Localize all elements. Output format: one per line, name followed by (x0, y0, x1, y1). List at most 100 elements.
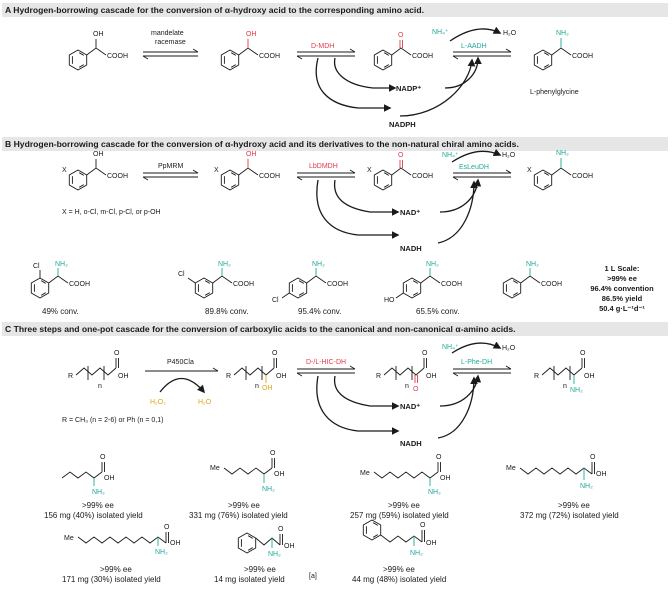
c-p6-yield: 14 mg isolated yield (214, 575, 285, 584)
c-n-3: n (405, 383, 409, 390)
c-r-1: R (68, 373, 73, 380)
c-p3-ee: >99% ee (388, 501, 420, 510)
a-nh4: NH₄⁺ (432, 29, 449, 36)
c-p7-ee: >99% ee (383, 565, 415, 574)
c-p6-note: [a] (309, 573, 317, 580)
a-nadp: NADP⁺ (396, 84, 421, 93)
b-nadh: NADH (400, 244, 422, 253)
c-p3-yield: 257 mg (59%) isolated yield (350, 511, 449, 520)
c-r-2: R (226, 373, 231, 380)
c-oh-3: OH (426, 373, 437, 380)
a-mdh-label: D-MDH (311, 43, 334, 50)
svg-text:HO: HO (384, 297, 395, 304)
b-scale-title: 1 L Scale: (605, 264, 640, 273)
svg-text:Me: Me (210, 465, 220, 472)
b-product-examples: Cl NH₂ COOH 49% conv. Cl NH₂ COOH 89.8% … (30, 261, 562, 316)
svg-text:NH₂: NH₂ (155, 549, 168, 556)
a-cooh-4: COOH (572, 53, 593, 60)
b-esleudh-step: NH₄⁺ H₂O EsLeuDH (442, 148, 516, 181)
b-ketoacid: O COOH X (367, 152, 433, 191)
c-p2-ee: >99% ee (228, 501, 260, 510)
b-p5-cooh: COOH (541, 281, 562, 288)
svg-text:Cl: Cl (178, 271, 185, 278)
b-nad: NAD⁺ (400, 208, 420, 217)
b-p4-cooh: COOH (441, 281, 462, 288)
b-p5-nh2: NH₂ (526, 261, 539, 268)
b-oh-1: OH (93, 151, 104, 158)
b-p1-conv: 49% conv. (42, 307, 79, 316)
a-h2o: H₂O (503, 30, 517, 37)
c-phedh-label: L-Phe-DH (461, 359, 492, 366)
c-p450-step: P450Cla H₂O₂ H₂O (145, 359, 219, 406)
b-ldmdh-step: LbDMDH (296, 163, 356, 181)
a-cooh-3: COOH (412, 53, 433, 60)
svg-text:NH₂: NH₂ (262, 486, 275, 493)
b-p1-cooh: COOH (69, 281, 90, 288)
c-p2-yield: 331 mg (76%) isolated yield (189, 511, 288, 520)
c-nh4: NH₄⁺ (442, 344, 459, 351)
a-ketoacid: O COOH (373, 32, 433, 71)
c-h2o-2: H₂O (502, 345, 516, 352)
b-scale-convention: 96.4% convention (590, 284, 654, 293)
c-o-4: O (580, 350, 586, 357)
section-c-title: C Three steps and one-pot cascade for th… (2, 322, 668, 336)
a-nadph: NADPH (389, 120, 416, 129)
b-amino-product: NH₂ COOH X (527, 150, 593, 191)
c-oxo: O (413, 386, 419, 393)
b-cooh-2: COOH (259, 173, 280, 180)
b-cofactor-cycle: NAD⁺ NADH (316, 178, 482, 253)
c-nh2: NH₂ (570, 387, 583, 394)
c-o-3: O (422, 350, 428, 357)
a-d-mandelic: OH COOH (220, 31, 280, 71)
b-nh4: NH₄⁺ (442, 152, 459, 159)
b-scale-rate: 50.4 g·L⁻¹d⁻¹ (599, 304, 645, 313)
svg-text:NH₂: NH₂ (428, 489, 441, 496)
c-product-6: NH₂ O OH >99% ee 14 mg isolated yield [a… (214, 526, 317, 584)
svg-text:O: O (164, 524, 170, 531)
c-p450-label: P450Cla (167, 359, 194, 366)
c-amino-acid: R n NH₂ O OH (534, 350, 595, 394)
svg-text:OH: OH (426, 540, 437, 547)
b-scale-yield: 86.5% yield (602, 294, 643, 303)
svg-text:NH₂: NH₂ (92, 489, 105, 496)
svg-text:O: O (278, 526, 284, 533)
svg-text:OH: OH (170, 540, 181, 547)
b-scale-ee: >99% ee (607, 274, 637, 283)
svg-text:OH: OH (284, 543, 295, 550)
a-product-name: L-phenylglycine (530, 89, 579, 96)
c-oh-4: OH (584, 373, 595, 380)
b-x-3: X (367, 167, 372, 174)
svg-text:Cl: Cl (33, 263, 40, 270)
c-p4-yield: 372 mg (72%) isolated yield (520, 511, 619, 520)
b-esleudh-label: EsLeuDH (459, 164, 489, 171)
c-r-3: R (376, 373, 381, 380)
b-nh2: NH₂ (556, 150, 569, 157)
b-ppmrm-label: PpMRM (158, 163, 183, 170)
a-racemase-label-1: mandelate (151, 30, 184, 37)
c-keto-acid: R n O O OH (376, 350, 437, 393)
c-product-5: Me NH₂ O OH >99% ee 171 mg (30%) isolate… (62, 524, 181, 584)
c-h2o: H₂O (198, 399, 212, 406)
svg-text:O: O (420, 522, 426, 529)
b-ldmdh-label: LbDMDH (309, 163, 338, 170)
c-carboxylic-acid: R n O OH R = CH₃ (n = 2-6) or Ph (n = 0,… (62, 350, 163, 424)
a-phenylglycine: NH₂ COOH L-phenylglycine (530, 30, 593, 96)
b-p1-nh2: NH₂ (55, 261, 68, 268)
c-nad: NAD⁺ (400, 402, 420, 411)
section-a-title: A Hydrogen-borrowing cascade for the con… (2, 3, 668, 17)
c-p5-ee: >99% ee (100, 565, 132, 574)
a-racemase-arrows: mandelate racemase (142, 30, 199, 60)
a-cooh-2: COOH (259, 53, 280, 60)
b-oxo: O (398, 152, 404, 159)
c-cofactor-cycle: NAD⁺ NADH (316, 374, 482, 448)
c-p4-ee: >99% ee (558, 501, 590, 510)
svg-text:O: O (270, 450, 276, 457)
c-p7-yield: 44 mg (48%) isolated yield (352, 575, 446, 584)
svg-text:OH: OH (440, 475, 451, 482)
b-p2-nh2: NH₂ (218, 261, 231, 268)
c-p1-yield: 156 mg (40%) isolated yield (44, 511, 143, 520)
svg-text:O: O (436, 454, 442, 461)
c-r-definition: R = CH₃ (n = 2-6) or Ph (n = 0,1) (62, 417, 163, 424)
